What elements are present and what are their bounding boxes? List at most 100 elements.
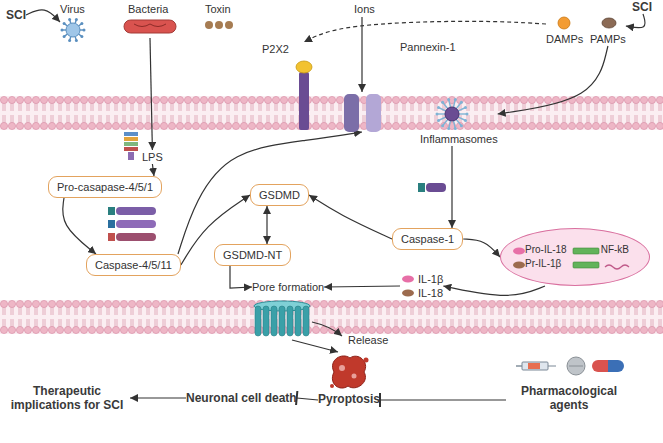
annotation-label: Ions bbox=[354, 2, 375, 16]
pharm-icon bbox=[548, 366, 556, 367]
pharm-icon bbox=[569, 366, 583, 367]
bacteria-icon bbox=[122, 18, 178, 35]
node-text: Toxin bbox=[205, 2, 231, 16]
virus-icon bbox=[61, 29, 64, 32]
pore-icon bbox=[279, 306, 285, 336]
pyro-icon bbox=[364, 358, 369, 363]
virus-icon bbox=[68, 18, 71, 21]
connector-arrow bbox=[297, 398, 318, 400]
pathogen-label: Toxin bbox=[205, 2, 231, 34]
process-box: Caspase-1 bbox=[392, 228, 463, 250]
outcome-label: Therapeutic implications for SCI bbox=[4, 384, 130, 412]
inflam-icon bbox=[441, 124, 444, 127]
pharm-icon bbox=[514, 352, 624, 382]
virus-icon bbox=[75, 39, 78, 42]
node-text: Neuronal cell death bbox=[186, 391, 297, 405]
node-text: IL-1β bbox=[418, 272, 443, 286]
connector-arrow bbox=[304, 21, 546, 42]
inflam-icon bbox=[464, 106, 467, 109]
connector-arrow bbox=[292, 340, 338, 352]
pore-icon bbox=[295, 306, 301, 336]
nucleus-oval: Pro-IL-18NF-kBPr-IL-1β bbox=[500, 228, 650, 286]
bacteria-icon bbox=[124, 20, 176, 33]
toxin-icon bbox=[225, 21, 233, 29]
il-icon bbox=[402, 276, 414, 283]
pyro-icon bbox=[332, 356, 365, 388]
pore-icon bbox=[252, 300, 312, 340]
pore-icon bbox=[255, 306, 261, 336]
danger-signal-label: DAMPs bbox=[546, 16, 583, 46]
oval-icon bbox=[605, 265, 629, 269]
connector-arrow bbox=[380, 399, 506, 400]
inflam-icon bbox=[464, 119, 467, 122]
complex-label: Inflammasomes bbox=[420, 98, 498, 146]
il-icon bbox=[400, 272, 416, 300]
lps-icon bbox=[124, 132, 138, 136]
node-text: Pharmacological agents bbox=[506, 384, 632, 412]
inflam-icon bbox=[436, 98, 468, 130]
pharm-icon bbox=[567, 357, 585, 375]
node-text: Caspase-1 bbox=[401, 232, 454, 246]
channel-icon bbox=[344, 94, 359, 132]
caspase-cluster-icon bbox=[116, 220, 156, 228]
caspase-1-icon bbox=[418, 183, 446, 192]
molecule-label: LPS bbox=[142, 150, 163, 164]
inflam-icon bbox=[447, 98, 450, 101]
pathogen-label: Virus bbox=[60, 2, 85, 42]
connector-arrow bbox=[63, 198, 96, 254]
connector-arrow bbox=[130, 397, 186, 398]
inflam-icon bbox=[441, 101, 444, 104]
pore-icon bbox=[303, 306, 309, 336]
inflam-icon bbox=[460, 124, 463, 127]
node-text: Inflammasomes bbox=[420, 132, 498, 146]
channel-icon bbox=[342, 94, 384, 132]
caspase-cluster-icon bbox=[108, 207, 115, 215]
lps-icon bbox=[124, 147, 138, 151]
inflam-icon bbox=[454, 98, 457, 101]
ion-flow-arrow bbox=[361, 17, 362, 92]
node-text: Virus bbox=[60, 2, 85, 16]
inflam-icon bbox=[436, 113, 439, 116]
connector-arrow bbox=[266, 206, 267, 244]
cytokine-label: IL-1βIL-18 bbox=[400, 272, 443, 300]
connector-arrow bbox=[443, 286, 545, 295]
caspase-1-icon bbox=[418, 183, 425, 192]
inflam-icon bbox=[445, 107, 459, 121]
oval-icon bbox=[513, 262, 525, 269]
oval-icon bbox=[513, 248, 525, 255]
connector-arrow bbox=[626, 14, 645, 28]
channel-label: Pannexin-1 bbox=[338, 40, 456, 132]
virus-icon bbox=[68, 39, 71, 42]
node-text: GSDMD-NT bbox=[223, 248, 282, 262]
connector-arrow bbox=[309, 195, 392, 239]
il-icon bbox=[402, 290, 414, 297]
connector-arrow bbox=[26, 10, 60, 22]
channel-icon bbox=[366, 94, 381, 132]
pyro-icon bbox=[352, 374, 357, 379]
node-text: Pr-IL-1β bbox=[525, 257, 639, 271]
receptor-label: P2X2 bbox=[262, 42, 314, 130]
node-text: SCI bbox=[6, 8, 26, 22]
toxin-icon bbox=[203, 18, 235, 32]
lps-icon bbox=[124, 137, 138, 141]
caspase-cluster-icon bbox=[116, 207, 156, 215]
virus-icon bbox=[63, 22, 66, 25]
treatment-label: Pharmacological agents bbox=[506, 352, 632, 412]
node-text: Pore formation bbox=[252, 280, 324, 294]
pharm-icon bbox=[516, 365, 522, 366]
caspase-cluster-icon bbox=[108, 207, 156, 241]
pore-icon bbox=[287, 306, 293, 336]
trigger-label: SCI bbox=[6, 8, 26, 22]
trigger-label: SCI bbox=[632, 0, 652, 14]
node-text: Therapeutic implications for SCI bbox=[4, 384, 130, 412]
damp-icon bbox=[557, 16, 571, 30]
node-text: DAMPs bbox=[546, 32, 583, 46]
process-box: Pro-casapase-4/5/1 bbox=[48, 176, 162, 198]
virus-icon bbox=[83, 29, 86, 32]
node-text: PAMPs bbox=[590, 32, 626, 46]
lps-icon bbox=[124, 132, 138, 160]
connector-arrow bbox=[230, 266, 252, 288]
virus-icon bbox=[61, 18, 85, 42]
annotation-label: Release bbox=[348, 333, 388, 347]
